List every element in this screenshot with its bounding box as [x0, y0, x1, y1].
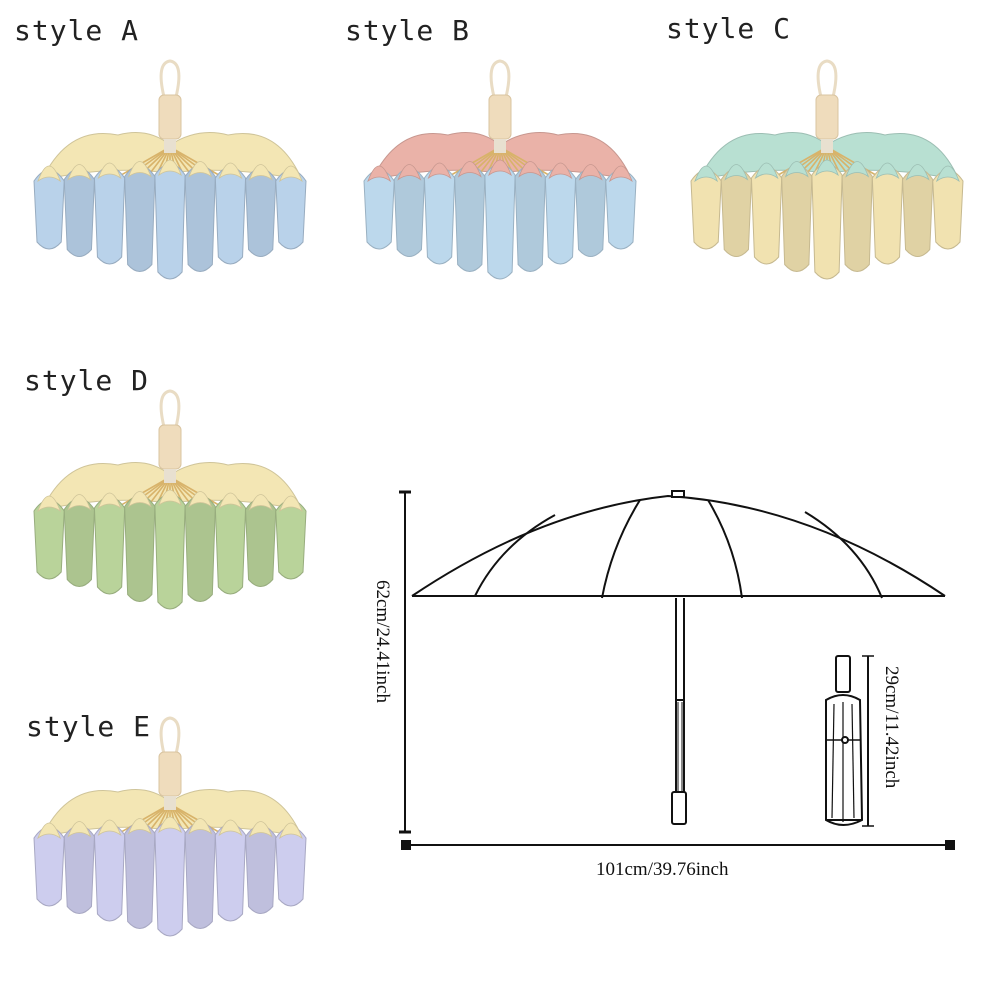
umbrella-style-e-image	[33, 716, 307, 937]
umbrella-style-a-image	[33, 59, 307, 280]
style-d-label: style D	[24, 364, 150, 397]
folded-umbrella-body	[825, 694, 864, 826]
umbrella-canopy-outline	[411, 494, 946, 597]
umbrella-style-c-image	[690, 59, 964, 280]
width-dimension-label: 101cm/39.76inch	[596, 859, 729, 880]
style-c-label: style C	[666, 12, 792, 45]
style-b-label: style B	[345, 14, 471, 47]
umbrella-handle	[671, 791, 687, 825]
folded-length-label: 29cm/11.42inch	[881, 666, 902, 789]
umbrella-style-d-image	[33, 389, 307, 610]
folded-umbrella-handle	[835, 655, 851, 693]
style-a-label: style A	[14, 14, 140, 47]
height-dimension-label: 62cm/24.41inch	[372, 580, 393, 703]
style-e-label: style E	[26, 710, 152, 743]
umbrella-style-b-image	[363, 59, 637, 280]
umbrella-top-tip	[671, 490, 685, 498]
